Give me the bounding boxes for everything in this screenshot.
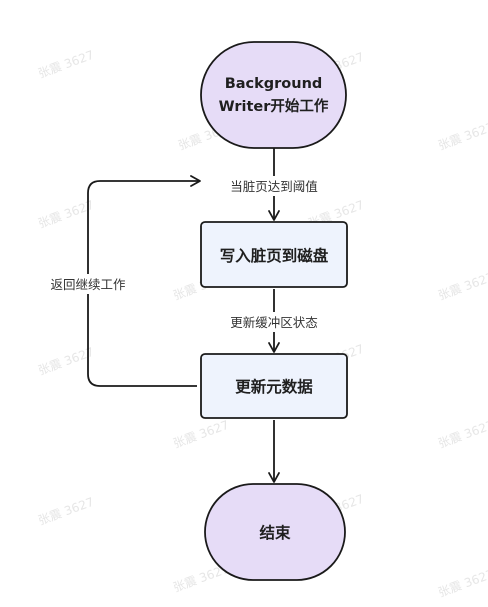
node-end-label: 结束 xyxy=(258,523,291,542)
node-start-label-line2: Writer开始工作 xyxy=(219,97,329,115)
node-update-label: 更新元数据 xyxy=(235,377,313,396)
watermark: 张震 3627 xyxy=(36,495,96,528)
watermark: 张震 3627 xyxy=(36,198,96,231)
watermark: 张震 3627 xyxy=(171,418,231,451)
edge-label-loop-back: 返回继续工作 xyxy=(50,277,126,292)
edge-label-threshold: 当脏页达到阈值 xyxy=(230,179,318,194)
watermark: 张震 3627 xyxy=(436,120,488,153)
edge-label-update-buffer: 更新缓冲区状态 xyxy=(230,315,318,330)
node-write: 写入脏页到磁盘 xyxy=(200,221,348,288)
node-end: 结束 xyxy=(204,483,346,581)
watermark: 张震 3627 xyxy=(436,270,488,303)
watermark: 张震 3627 xyxy=(36,48,96,81)
watermark: 张震 3627 xyxy=(36,345,96,378)
watermark: 张震 3627 xyxy=(436,418,488,451)
edge-label-bg xyxy=(218,176,328,196)
node-start-shape xyxy=(200,41,347,149)
edge-label-bg xyxy=(40,274,136,294)
node-write-label: 写入脏页到磁盘 xyxy=(220,246,329,265)
node-end-shape xyxy=(204,483,346,581)
node-write-shape xyxy=(200,221,348,288)
watermark: 张震 3627 xyxy=(436,567,488,600)
node-start-label-line1: Background xyxy=(225,76,323,92)
node-update-shape xyxy=(200,353,348,419)
node-start: Background Writer开始工作 xyxy=(200,41,347,149)
node-update: 更新元数据 xyxy=(200,353,348,419)
edge-label-bg xyxy=(218,312,328,332)
